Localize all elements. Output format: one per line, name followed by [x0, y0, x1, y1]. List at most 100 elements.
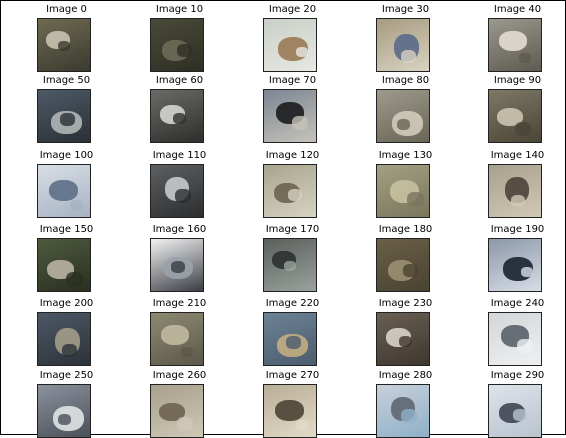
image-cell: Image 210	[123, 294, 236, 366]
image-title: Image 150	[39, 224, 94, 235]
thumbnail-detail	[407, 192, 424, 207]
image-title: Image 80	[381, 75, 430, 86]
image-title: Image 70	[268, 75, 317, 86]
thumbnail-detail	[403, 264, 418, 277]
thumbnail-subject	[161, 325, 189, 345]
image-title: Image 180	[378, 224, 433, 235]
image-cell: Image 110	[123, 146, 236, 218]
image-title: Image 40	[493, 4, 542, 15]
image-thumbnail	[150, 164, 204, 218]
image-title: Image 90	[493, 75, 542, 86]
image-thumbnail	[150, 18, 204, 72]
image-thumbnail	[263, 164, 317, 218]
image-cell: Image 280	[349, 366, 462, 438]
image-thumbnail	[263, 384, 317, 438]
thumbnail-detail	[521, 267, 533, 277]
image-title: Image 230	[378, 298, 433, 309]
thumbnail-detail	[292, 116, 308, 130]
image-title: Image 10	[155, 4, 204, 15]
image-title: Image 60	[155, 75, 204, 86]
image-title: Image 200	[39, 298, 94, 309]
image-title: Image 120	[265, 150, 320, 161]
thumbnail-detail	[401, 409, 417, 423]
image-thumbnail	[150, 312, 204, 366]
image-thumbnail	[263, 312, 317, 366]
image-thumbnail	[150, 384, 204, 438]
image-cell: Image 240	[461, 294, 566, 366]
image-thumbnail	[376, 164, 430, 218]
thumbnail-subject	[499, 31, 527, 51]
image-title: Image 270	[265, 370, 320, 381]
image-thumbnail	[488, 89, 542, 143]
image-cell: Image 40	[461, 0, 566, 72]
image-cell: Image 180	[349, 220, 462, 292]
image-cell: Image 200	[10, 294, 123, 366]
image-cell: Image 150	[10, 220, 123, 292]
image-cell: Image 60	[123, 71, 236, 143]
thumbnail-detail	[399, 336, 412, 347]
image-thumbnail	[376, 238, 430, 292]
thumbnail-subject	[49, 180, 78, 201]
image-cell: Image 230	[349, 294, 462, 366]
image-thumbnail	[488, 312, 542, 366]
image-thumbnail	[150, 89, 204, 143]
image-title: Image 50	[42, 75, 91, 86]
image-thumbnail	[263, 18, 317, 72]
image-thumbnail	[37, 18, 91, 72]
thumbnail-detail	[181, 347, 193, 357]
image-cell: Image 20	[236, 0, 349, 72]
image-cell: Image 120	[236, 146, 349, 218]
thumbnail-detail	[288, 189, 302, 201]
image-thumbnail	[488, 238, 542, 292]
thumbnail-subject	[275, 400, 304, 421]
thumbnail-subject	[497, 108, 523, 126]
image-cell: Image 130	[349, 146, 462, 218]
image-thumbnail	[488, 164, 542, 218]
image-thumbnail	[37, 89, 91, 143]
thumbnail-detail	[177, 44, 192, 57]
image-thumbnail	[37, 164, 91, 218]
image-thumbnail	[263, 89, 317, 143]
image-title: Image 280	[378, 370, 433, 381]
thumbnail-detail	[519, 53, 531, 63]
thumbnail-detail	[62, 344, 77, 357]
image-title: Image 240	[490, 298, 545, 309]
image-cell: Image 90	[461, 71, 566, 143]
thumbnail-detail	[511, 195, 525, 207]
image-cell: Image 30	[349, 0, 462, 72]
image-cell: Image 160	[123, 220, 236, 292]
image-title: Image 160	[152, 224, 207, 235]
image-cell: Image 290	[461, 366, 566, 438]
thumbnail-detail	[397, 119, 410, 130]
image-title: Image 210	[152, 298, 207, 309]
image-cell: Image 50	[10, 71, 123, 143]
image-title: Image 170	[265, 224, 320, 235]
thumbnail-detail	[296, 47, 308, 57]
image-cell: Image 170	[236, 220, 349, 292]
thumbnail-detail	[173, 113, 186, 124]
image-thumbnail	[150, 238, 204, 292]
thumbnail-detail	[286, 336, 301, 349]
image-cell: Image 100	[10, 146, 123, 218]
image-title: Image 0	[46, 4, 87, 15]
image-thumbnail	[376, 312, 430, 366]
image-thumbnail	[37, 238, 91, 292]
image-title: Image 30	[381, 4, 430, 15]
image-thumbnail	[376, 89, 430, 143]
thumbnail-detail	[58, 414, 71, 425]
thumbnail-detail	[296, 420, 309, 431]
thumbnail-detail	[58, 41, 70, 51]
image-thumbnail	[376, 384, 430, 438]
image-title: Image 100	[39, 150, 94, 161]
thumbnail-detail	[66, 272, 83, 287]
image-cell: Image 190	[461, 220, 566, 292]
image-cell: Image 140	[461, 146, 566, 218]
image-thumbnail	[37, 312, 91, 366]
image-title: Image 250	[39, 370, 94, 381]
image-cell: Image 10	[123, 0, 236, 72]
thumbnail-detail	[515, 122, 531, 136]
image-title: Image 130	[378, 150, 433, 161]
thumbnail-subject	[159, 403, 185, 421]
image-cell: Image 80	[349, 71, 462, 143]
